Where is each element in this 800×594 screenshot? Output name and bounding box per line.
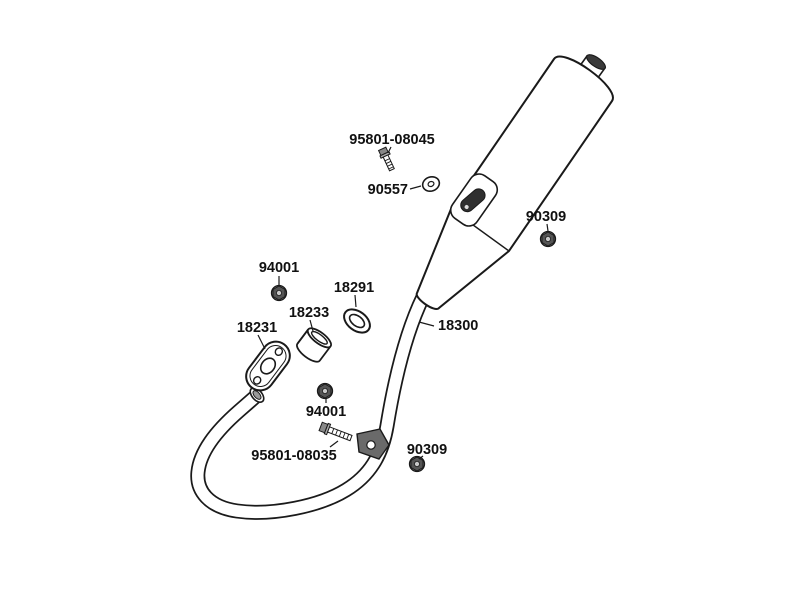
gasket-18291 <box>343 308 371 334</box>
collar-18233 <box>296 327 332 363</box>
leader-nut-90309-upper <box>546 223 549 232</box>
label-nut-90309-lower: 90309 <box>407 442 447 458</box>
flange-18231 <box>245 340 291 392</box>
shield-rivet <box>464 205 469 210</box>
nut-94001-upper <box>270 284 288 302</box>
pipe-body <box>192 294 429 519</box>
part-labels: 95801-08045 90557 90309 94001 18291 1823… <box>237 132 566 464</box>
label-collar: 18233 <box>289 305 329 321</box>
muffler-canister <box>415 55 614 310</box>
leader-nut-90309-lower <box>418 455 424 460</box>
bracket-bolt-hole <box>366 440 376 450</box>
nut-90309-lower <box>408 455 426 473</box>
label-muffler: 18300 <box>438 318 478 334</box>
label-nut-94001-upper: 94001 <box>259 260 299 276</box>
flange-center-hole <box>259 357 277 375</box>
pipe-mount-bracket <box>356 428 390 460</box>
leader-flange <box>257 334 266 350</box>
label-washer: 90557 <box>368 182 408 198</box>
bolt-95801-08035 <box>318 421 353 442</box>
muffler-heat-shield <box>449 173 499 227</box>
washer-90557 <box>421 176 441 192</box>
label-bolt-upper: 95801-08045 <box>349 132 434 148</box>
leader-collar <box>309 319 314 332</box>
label-nut-90309-upper: 90309 <box>526 209 566 225</box>
exhaust-pipe <box>190 293 430 520</box>
leader-lines <box>257 146 549 460</box>
pipe-tip-opening <box>249 386 265 404</box>
leader-bolt-lower <box>329 440 339 448</box>
leader-washer <box>409 185 422 190</box>
label-flange: 18231 <box>237 320 277 336</box>
flange-stud-hole-right <box>274 347 284 356</box>
label-nut-94001-lower: 94001 <box>306 404 346 420</box>
gasket-inner-hole <box>348 313 366 329</box>
nut-90309-upper <box>539 230 557 248</box>
flange-stud-hole-left <box>252 376 262 385</box>
leader-gasket <box>354 294 357 308</box>
nut-94001-lower <box>316 382 334 400</box>
label-gasket: 18291 <box>334 280 374 296</box>
leader-muffler <box>418 321 435 327</box>
muffler-body <box>415 54 614 310</box>
label-bolt-lower: 95801-08035 <box>251 448 336 464</box>
leader-bolt-upper <box>387 146 392 154</box>
collar-inner-bore <box>310 330 328 345</box>
outlet-tip-cap <box>586 54 606 70</box>
bolt-95801-08045 <box>377 146 395 172</box>
